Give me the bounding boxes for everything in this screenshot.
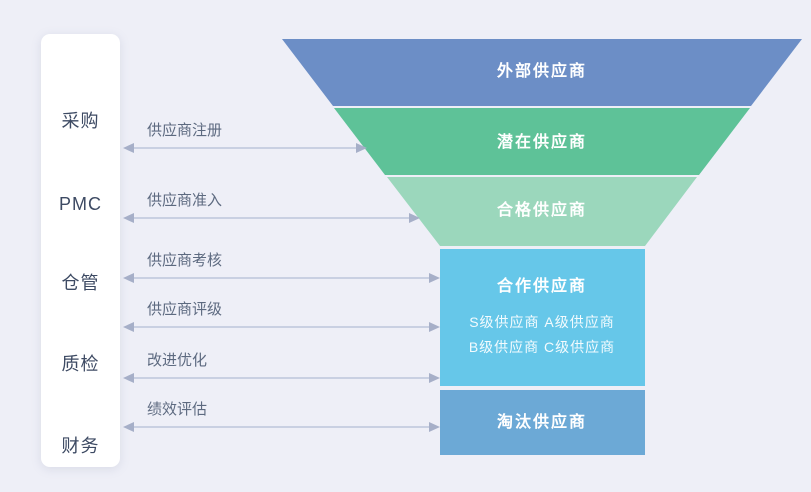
process-label-admission: 供应商准入 [147,192,223,209]
funnel-label-potential: 潜在供应商 [496,134,587,151]
double-arrow-icon [123,213,420,223]
sidebar-item-warehouse: 仓管 [61,273,100,293]
funnel-label-external: 外部供应商 [496,63,587,80]
double-arrow-icon [123,273,440,283]
process-label-improvement: 改进优化 [147,352,208,369]
funnel-label-qualified: 合格供应商 [496,202,587,219]
double-arrow-icon [123,322,440,332]
funnel-sublabel-grades-sa: S级供应商 A级供应商 [469,314,615,330]
funnel-level-external-shape [282,39,802,106]
funnel-level-potential-shape [334,108,750,175]
funnel-level-eliminated-shape [440,390,645,455]
funnel-level-qualified-shape [387,177,697,246]
process-arrow-registration: 供应商注册 [123,121,367,153]
process-arrow-performance: 绩效评估 [123,400,440,432]
double-arrow-icon [123,422,440,432]
process-label-rating: 供应商评级 [147,301,223,318]
sidebar-item-procurement: 采购 [61,111,100,131]
process-arrow-improvement: 改进优化 [123,351,440,383]
funnel-label-cooperative: 合作供应商 [496,278,587,295]
funnel-level-cooperative-shape [440,249,645,386]
process-arrow-rating: 供应商评级 [123,300,440,332]
process-arrow-admission: 供应商准入 [123,191,420,223]
funnel-sublabel-grades-bc: B级供应商 C级供应商 [468,339,616,355]
sidebar-item-quality: 质检 [61,354,100,374]
double-arrow-icon [123,143,367,153]
process-label-performance: 绩效评估 [147,401,208,418]
process-arrow-assessment: 供应商考核 [123,251,440,283]
double-arrow-icon [123,373,440,383]
role-sidebar-card: 采购 PMC 仓管 质检 财务 [41,34,120,467]
funnel-label-eliminated: 淘汰供应商 [496,414,587,431]
sidebar-item-pmc: PMC [59,194,102,214]
process-label-registration: 供应商注册 [147,122,223,139]
sidebar-item-finance: 财务 [61,436,100,456]
process-label-assessment: 供应商考核 [147,252,223,269]
